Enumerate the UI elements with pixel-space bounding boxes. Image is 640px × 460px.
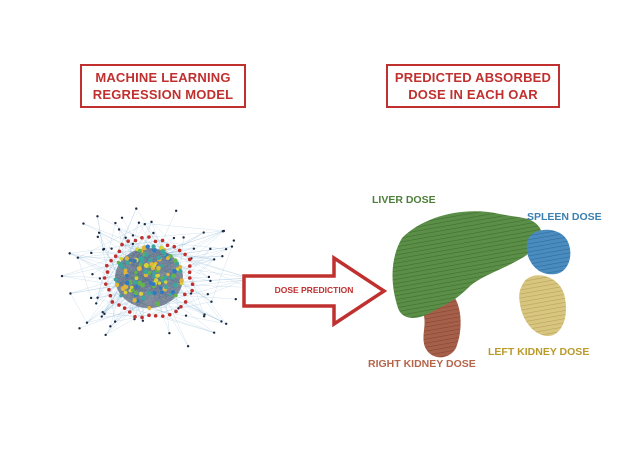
spleen-dose-label: SPLEEN DOSE bbox=[527, 211, 602, 223]
dose-title-line1: PREDICTED ABSORBED bbox=[394, 70, 552, 85]
left-kidney-dose-label: LEFT KIDNEY DOSE bbox=[488, 346, 590, 358]
organs-graphic bbox=[392, 211, 571, 358]
spleen-shape bbox=[526, 229, 571, 275]
model-title-line1: MACHINE LEARNING bbox=[95, 70, 231, 85]
dose-prediction-label: DOSE PREDICTION bbox=[274, 285, 354, 295]
dose-title-box: PREDICTED ABSORBED DOSE IN EACH OAR bbox=[386, 64, 560, 108]
liver-shape bbox=[392, 211, 542, 318]
model-title-box: MACHINE LEARNING REGRESSION MODEL bbox=[80, 64, 246, 108]
neural-network-graphic bbox=[60, 207, 251, 348]
model-title-line2: REGRESSION MODEL bbox=[92, 87, 234, 102]
left-kidney-shape bbox=[519, 275, 567, 336]
right-kidney-dose-label: RIGHT KIDNEY DOSE bbox=[368, 358, 476, 370]
dose-title-line2: DOSE IN EACH OAR bbox=[408, 87, 538, 102]
dose-prediction-arrow bbox=[242, 254, 388, 328]
liver-dose-label: LIVER DOSE bbox=[372, 194, 436, 206]
